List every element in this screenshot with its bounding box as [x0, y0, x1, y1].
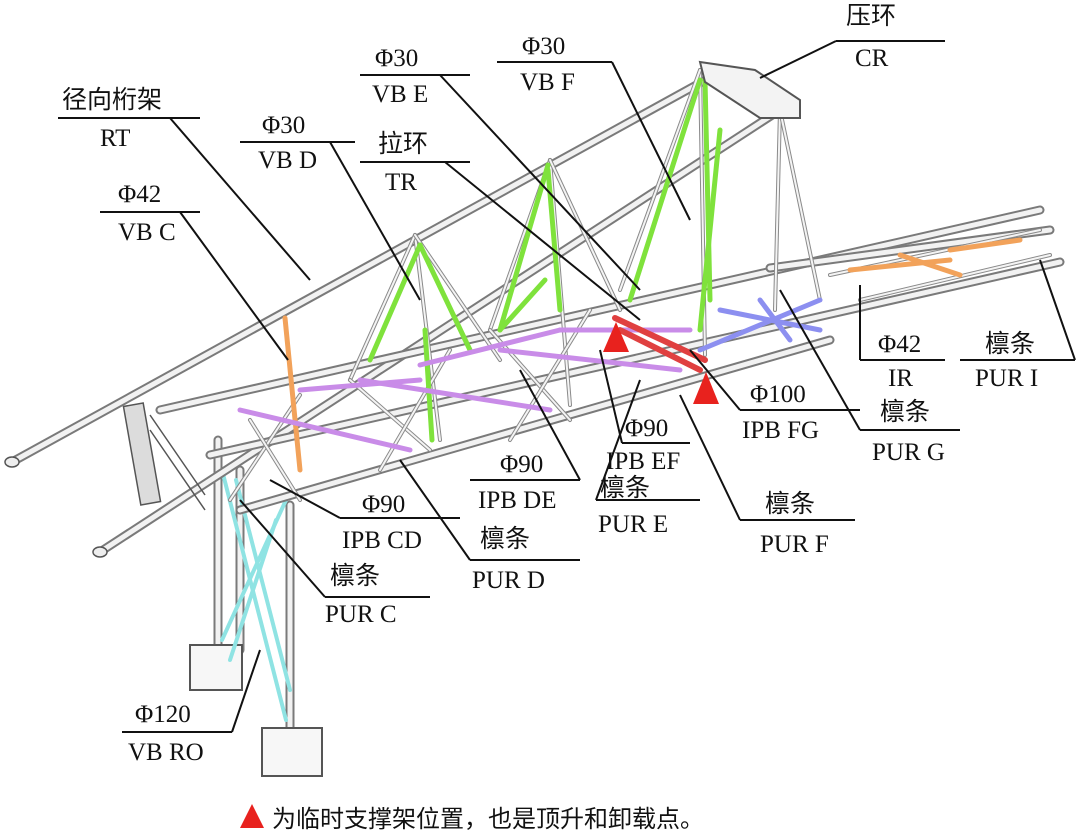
label-pure-en: PUR E: [598, 511, 668, 538]
label-purf-cn: 檩条: [765, 490, 815, 518]
label-purd-en: PUR D: [472, 567, 545, 594]
label-purf-en: PUR F: [760, 531, 829, 558]
label-purc-en: PUR C: [325, 601, 397, 628]
labels: 压环 CR Φ30 VB F Φ30 VB E 径向桁架 RT Φ30 VB D…: [62, 3, 1038, 766]
label-vbf-diameter: Φ30: [522, 33, 565, 60]
ipb-fg-blue-bracing: [697, 297, 823, 353]
label-purg-cn: 檩条: [880, 398, 930, 426]
label-ir-name: IR: [888, 365, 913, 392]
label-rt-cn: 径向桁架: [62, 86, 162, 114]
compression-ring: [698, 60, 801, 119]
label-vbd-name: VB D: [258, 147, 317, 174]
label-ipbde-name: IPB DE: [478, 487, 556, 514]
label-cr-en: CR: [855, 45, 889, 72]
footing-right: [261, 727, 323, 777]
label-purg-en: PUR G: [872, 439, 945, 466]
caption-text: 为临时支撑架位置，也是顶升和卸载点。: [272, 805, 704, 833]
vb-green-bracing: [367, 77, 723, 443]
label-cr-cn: 压环: [846, 3, 896, 30]
leader-lines: [58, 40, 1076, 733]
label-ipbfg-diameter: Φ100: [750, 381, 806, 408]
support-marker: [603, 322, 629, 352]
label-vbro-name: VB RO: [128, 739, 204, 766]
label-vbc-diameter: Φ42: [118, 181, 161, 208]
label-vbc-name: VB C: [118, 219, 176, 246]
label-pure-cn: 檩条: [600, 474, 650, 502]
truss-web: [228, 68, 1052, 502]
ipb-purple-bracing: [237, 327, 693, 453]
vb-ro-bracing: [220, 468, 292, 722]
tension-ring-segment: [612, 315, 708, 373]
label-puri-en: PUR I: [975, 365, 1038, 392]
label-ipbcd-diameter: Φ90: [362, 491, 405, 518]
caption-marker-icon: [240, 804, 264, 828]
label-ipbfg-name: IPB FG: [742, 417, 819, 444]
caption: 为临时支撑架位置，也是顶升和卸载点。: [240, 804, 704, 833]
label-puri-cn: 檩条: [985, 330, 1035, 358]
label-ir-diameter: Φ42: [878, 331, 921, 358]
chord-end-cap-lower: [92, 546, 108, 558]
walkway-stairs: [122, 402, 206, 511]
label-tr-cn: 拉环: [378, 130, 428, 158]
label-purd-cn: 檩条: [480, 525, 530, 553]
label-vbe-name: VB E: [372, 81, 428, 108]
label-tr-en: TR: [385, 169, 417, 196]
label-ipbef-diameter: Φ90: [625, 415, 668, 442]
label-rt-en: RT: [100, 125, 130, 152]
support-marker: [693, 372, 719, 404]
label-vbro-diameter: Φ120: [135, 701, 191, 728]
truss-structure: [4, 60, 1065, 777]
chord-end-cap-upper: [4, 456, 20, 468]
label-ipbcd-name: IPB CD: [342, 527, 422, 554]
label-vbe-diameter: Φ30: [375, 45, 418, 72]
label-purc-cn: 檩条: [330, 562, 380, 590]
label-ipbef-name: IPB EF: [606, 448, 680, 475]
label-vbf-name: VB F: [520, 69, 575, 96]
label-ipbde-diameter: Φ90: [500, 451, 543, 478]
label-vbd-diameter: Φ30: [262, 112, 305, 139]
orange-bracing: [282, 237, 1023, 473]
